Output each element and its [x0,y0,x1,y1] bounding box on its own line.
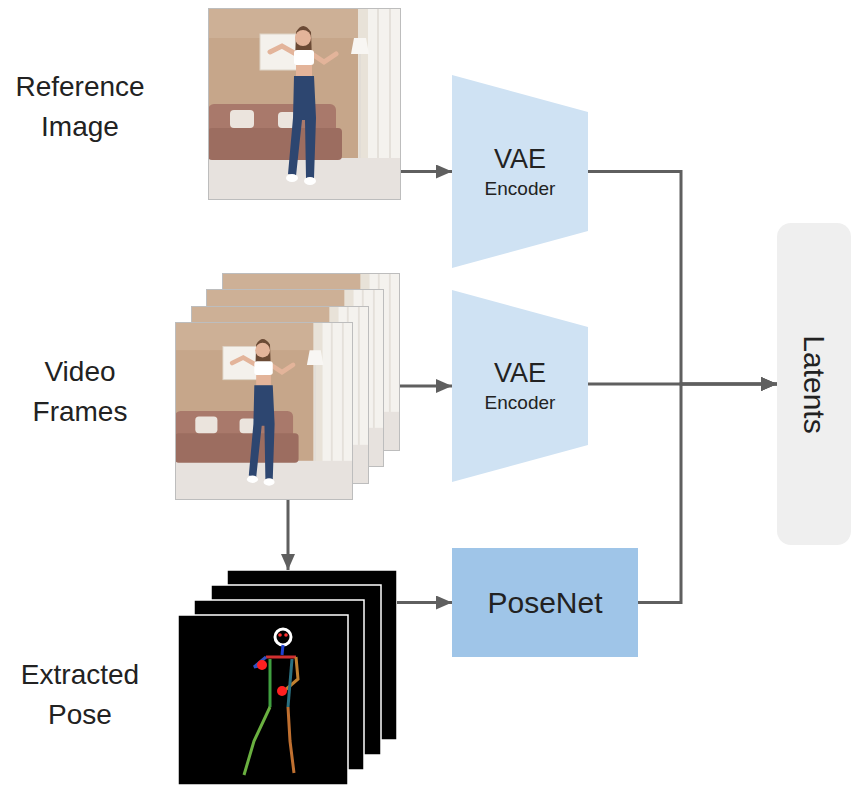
node-content: VAEEncoder [452,290,588,482]
image-label: Reference Image [5,67,155,147]
posenet-box: PoseNet [452,548,638,657]
encoder-outline [452,75,588,268]
extracted-pose: Extracted Pose [178,570,397,785]
arrow-connector [588,172,777,385]
video-frames: Video Frames [175,273,400,500]
arrow-connector [287,500,290,570]
node-content: Latents [777,223,851,545]
encoder-title: VAE [494,142,546,177]
vae-encoder: VAEEncoder [452,75,588,268]
node-content: VAEEncoder [452,75,588,268]
node-content: PoseNet [452,548,638,657]
reference-photo [208,8,401,200]
latents-panel: Latents [777,223,851,545]
pose-frame-stack [178,570,397,785]
node-label: PoseNet [487,583,602,622]
encoder-subtitle: Encoder [485,391,556,416]
image-label: Extracted Pose [5,655,155,735]
encoder-title: VAE [494,356,546,391]
image-label: Video Frames [5,352,155,432]
encoder-subtitle: Encoder [485,177,556,202]
arrow-connector [638,384,777,603]
vae-encoder: VAEEncoder [452,290,588,482]
node-label: Latents [795,335,834,433]
arrow-connector [397,601,452,604]
video-frame-stack [175,273,400,499]
encoder-outline [452,290,588,482]
reference-image: Reference Image [208,8,401,200]
arrow-connector [401,170,452,173]
arrow-connector [400,385,452,388]
